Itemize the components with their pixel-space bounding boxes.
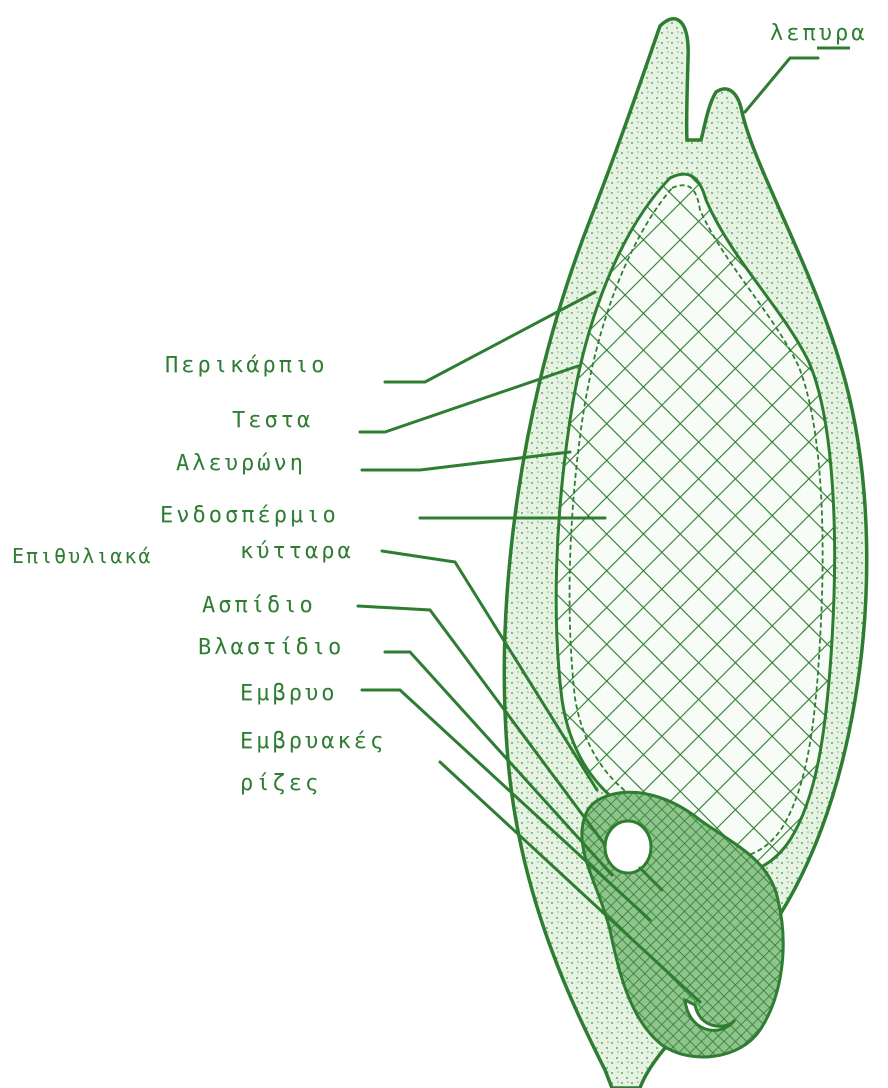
label-embryo: Εμβρυο <box>240 681 337 706</box>
label-aleurone: Αλευρώνη <box>176 451 306 476</box>
label-endosperm: Ενδοσπέρμιο <box>160 503 339 528</box>
label-embryonic-roots-line1: Εμβρυακές <box>240 729 386 754</box>
label-husk: λεπυρα <box>770 21 867 46</box>
leader-husk <box>745 58 818 112</box>
label-embryonic-roots-line2: ρίζες <box>240 771 321 796</box>
plumule-shape <box>605 821 651 873</box>
label-scutellum: Ασπίδιο <box>202 593 316 618</box>
label-testa: Τεστα <box>232 408 313 433</box>
label-epithelial-line2: κύτταρα <box>240 539 354 564</box>
label-pericarp: Περικάρπιο <box>165 353 327 378</box>
label-plumule: Βλαστίδιο <box>198 635 344 660</box>
label-epithelial-line1: Επιθυλιακά <box>12 544 152 568</box>
